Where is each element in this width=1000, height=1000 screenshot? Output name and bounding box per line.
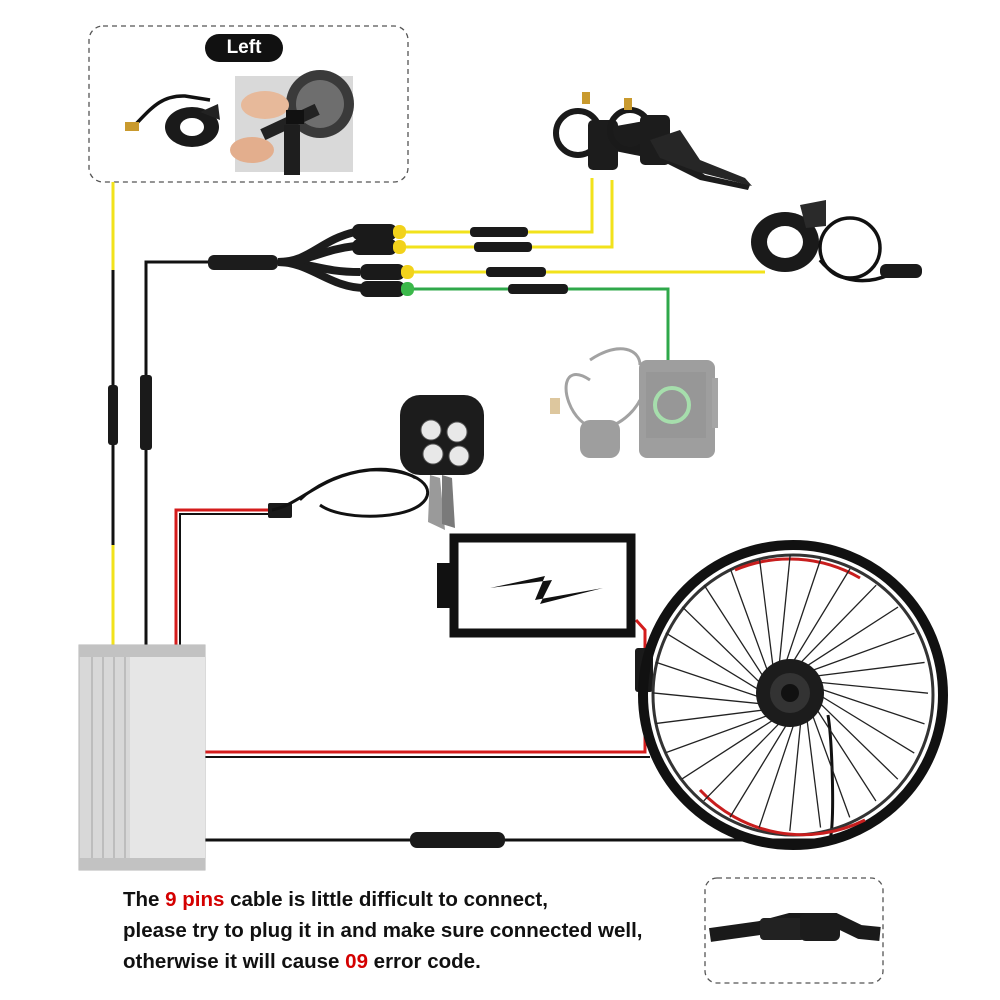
spoke	[789, 568, 851, 668]
spoke	[681, 606, 766, 688]
spoke	[795, 584, 877, 669]
caption-line-2: please try to plug it in and make sure c…	[123, 919, 643, 942]
spoke	[810, 661, 925, 678]
spoke	[681, 715, 780, 780]
thumb-throttle-icon	[125, 94, 220, 147]
connector-detail-panel	[704, 877, 884, 984]
spoke	[655, 661, 765, 700]
caption-line-3: otherwise it will cause 09 error code.	[123, 950, 481, 973]
hand-throttle-photo	[230, 70, 354, 175]
caption-line-1: The 9 pins cable is little difficult to …	[123, 888, 548, 911]
spoke	[814, 698, 899, 780]
spoke	[651, 692, 767, 705]
spoke	[800, 606, 899, 671]
highlight-9-pins: 9 pins	[165, 888, 225, 911]
spoke	[665, 632, 765, 694]
spoke	[815, 686, 925, 725]
spoke	[758, 558, 775, 673]
display-unit-icon	[550, 347, 718, 458]
spoke	[805, 632, 915, 674]
hub-motor-wheel-icon	[638, 540, 948, 850]
throttle-icon	[751, 200, 922, 283]
battery-icon	[437, 533, 636, 638]
spoke	[758, 718, 797, 828]
brake-levers-icon	[553, 92, 752, 190]
headlight-icon	[271, 395, 484, 530]
spoke	[812, 703, 877, 802]
spoke	[729, 718, 791, 818]
controller-box-icon	[78, 644, 206, 871]
spoke	[778, 554, 791, 670]
caption-text: The 9 pins cable is little difficult to …	[123, 884, 703, 977]
spoke	[789, 716, 802, 832]
spoke	[815, 692, 915, 754]
spoke	[783, 558, 822, 668]
spoke	[703, 717, 785, 802]
spoke	[813, 681, 929, 694]
spoke	[703, 584, 768, 683]
spoke	[655, 708, 770, 725]
spoke	[809, 708, 851, 818]
spoke	[665, 712, 775, 754]
left-throttle-panel	[88, 25, 409, 183]
left-badge: Left	[205, 34, 283, 62]
highlight-error-code: 09	[345, 950, 368, 973]
spoke	[729, 568, 771, 678]
spoke	[805, 713, 822, 828]
